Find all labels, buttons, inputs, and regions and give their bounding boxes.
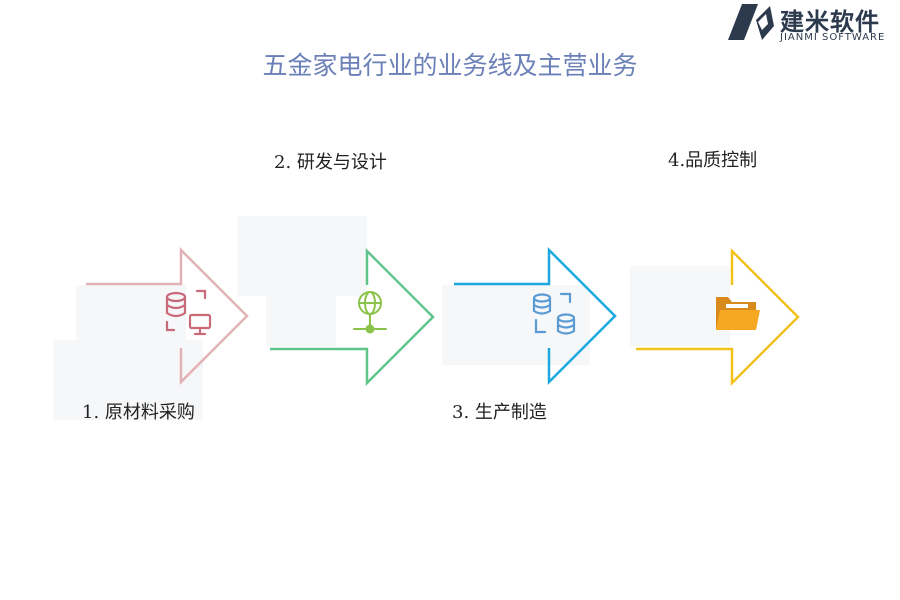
flow-arrow-4 <box>636 247 800 387</box>
step-label-4: 4.品质控制 <box>668 150 758 171</box>
database-monitor-icon <box>165 289 212 336</box>
bg-block <box>237 216 367 296</box>
step-label-2: 2. 研发与设计 <box>274 152 387 173</box>
step-label-3: 3. 生产制造 <box>452 402 547 423</box>
database-sync-icon <box>532 292 576 335</box>
flow-arrow-3 <box>454 246 617 386</box>
bg-block <box>630 266 730 346</box>
folder-icon <box>716 297 760 330</box>
bg-block <box>266 290 336 346</box>
flow-arrow-1 <box>86 246 249 386</box>
jianmi-logo-icon <box>728 4 774 40</box>
bg-block <box>442 285 590 365</box>
globe-network-icon <box>353 291 387 334</box>
brand-name-cn: 建米软件 <box>780 8 880 36</box>
flow-arrow-2 <box>270 247 435 387</box>
brand-name-en: JIANMI SOFTWARE <box>780 32 886 43</box>
step-label-1: 1. 原材料采购 <box>82 402 195 423</box>
brand-logo: 建米软件 JIANMI SOFTWARE <box>726 0 900 46</box>
bg-block <box>53 340 203 420</box>
page-title: 五金家电行业的业务线及主营业务 <box>262 51 638 80</box>
